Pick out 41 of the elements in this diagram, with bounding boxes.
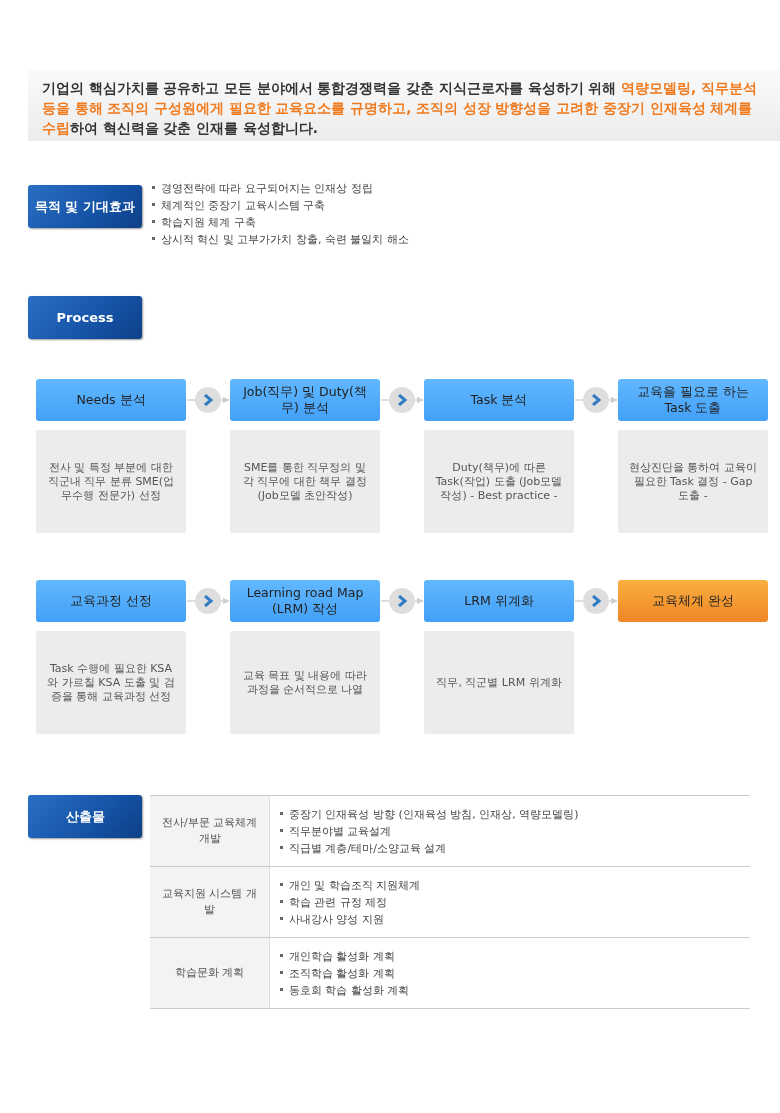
step-header: 교육체계 완성 bbox=[618, 580, 768, 622]
step-description: 교육 목표 및 내용에 따라 과정을 순서적으로 나열 bbox=[230, 631, 380, 734]
table-cell: 교육지원 시스템 개발 bbox=[150, 866, 270, 938]
list-item: 직무분야별 교육설계 bbox=[280, 822, 750, 840]
step-header: Learning road Map (LRM) 작성 bbox=[230, 580, 380, 622]
step-description: Task 수행에 필요한 KSA와 가르칠 KSA 도출 및 검증을 통해 교육과정 선정 bbox=[36, 631, 186, 734]
step-description: 직무, 직군별 LRM 위계화 bbox=[424, 631, 574, 734]
list-item: 경영전략에 따라 요구되어지는 인재상 정립 bbox=[152, 180, 373, 197]
section-badge: 목적 및 기대효과 bbox=[28, 185, 142, 228]
section-badge: Process bbox=[28, 296, 142, 339]
chevron-arrow bbox=[380, 588, 424, 614]
list-item: 직급별 계층/테마/소양교육 설계 bbox=[280, 839, 750, 857]
chevron-arrow bbox=[380, 387, 424, 413]
step-header: Task 분석 bbox=[424, 379, 574, 421]
list-item: 동호회 학습 활성화 계획 bbox=[280, 981, 750, 999]
chevron-arrow bbox=[186, 588, 230, 614]
list-item: 상시적 혁신 및 고부가가치 창출, 숙련 불일치 해소 bbox=[152, 231, 409, 248]
step-description: 전사 및 특정 부분에 대한 직군내 직무 분류 SME(업무수행 전문가) 선정 bbox=[36, 430, 186, 533]
list-item: 사내강사 양성 지원 bbox=[280, 910, 750, 928]
list-item: 개인학습 활성화 계획 bbox=[280, 947, 750, 965]
step-header: 교육을 필요로 하는 Task 도출 bbox=[618, 379, 768, 421]
step-header: LRM 위계화 bbox=[424, 580, 574, 622]
step-description: 현상진단을 통하여 교육이 필요한 Task 결정 - Gap 도출 - bbox=[618, 430, 768, 533]
list-item: 조직학습 활성화 계획 bbox=[280, 964, 750, 982]
list-item: 학습 관련 규정 제정 bbox=[280, 893, 750, 911]
step-description: SME를 통한 직무정의 및 각 직무에 대한 책무 결정 (Job모델 초안작성) bbox=[230, 430, 380, 533]
list-item: 체계적인 중장기 교육시스템 구축 bbox=[152, 197, 326, 214]
step-description: Duty(책무)에 따른 Task(작업) 도출 (Job모델 작성) - Best practice - bbox=[424, 430, 574, 533]
step-header: Needs 분석 bbox=[36, 379, 186, 421]
chevron-arrow bbox=[574, 588, 618, 614]
chevron-arrow bbox=[574, 387, 618, 413]
table-cell: 학습문화 계획 bbox=[150, 937, 270, 1009]
chevron-arrow bbox=[186, 387, 230, 413]
step-header: Job(직무) 및 Duty(책무) 분석 bbox=[230, 379, 380, 421]
intro-paragraph: 기업의 핵심가치를 공유하고 모든 분야에서 통합경쟁력을 갖춘 지식근로자를 육성하기 위해 역량모델링, 직무분석 등을 통해 조직의 구성원에게 필요한 교육요소를 규명하고, 조직의 성장 방향성을 고려한 중장기 인재육성 체계를 수립하여 혁신력을 갖춘 인재를 육성합니다. bbox=[41, 79, 758, 138]
list-item: 학습지원 체계 구축 bbox=[152, 214, 256, 231]
section-badge: 산출물 bbox=[28, 795, 142, 838]
list-item: 개인 및 학습조직 지원체계 bbox=[280, 876, 750, 894]
step-header: 교육과정 선정 bbox=[36, 580, 186, 622]
list-item: 중장기 인재육성 방향 (인재육성 방침, 인재상, 역량모델링) bbox=[280, 805, 750, 823]
table-cell: 전사/부문 교육체계 개발 bbox=[150, 795, 270, 867]
